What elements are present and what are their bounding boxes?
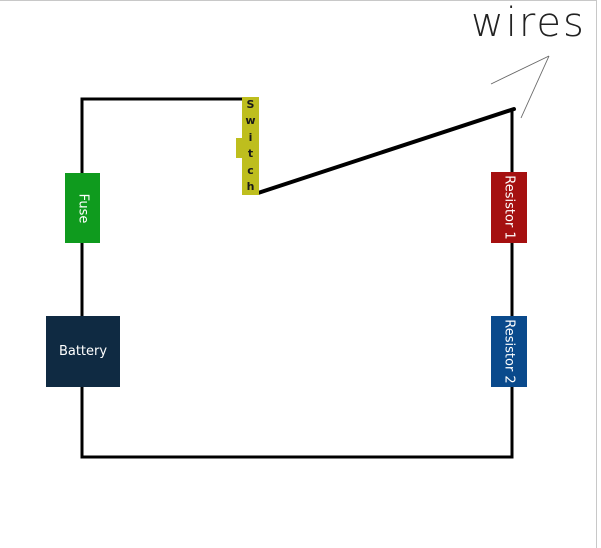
switch-letter: h bbox=[246, 179, 255, 193]
switch-letter: S bbox=[246, 98, 255, 111]
switch-letter: c bbox=[247, 163, 254, 177]
wire-switch-open bbox=[256, 107, 516, 195]
fuse-component: Fuse bbox=[65, 173, 100, 243]
pointer-line-2 bbox=[520, 55, 550, 119]
switch-letter: i bbox=[248, 130, 253, 144]
resistor-2-label: Resistor 2 bbox=[501, 319, 517, 384]
resistor-2-component: Resistor 2 bbox=[491, 316, 527, 387]
frame-right-edge bbox=[596, 0, 597, 548]
wires-label: wires bbox=[471, 0, 586, 46]
battery-component: Battery bbox=[46, 316, 120, 387]
pointer-line-1 bbox=[490, 55, 550, 85]
switch-letter: t bbox=[247, 147, 254, 161]
battery-label: Battery bbox=[58, 344, 108, 359]
switch-letter: w bbox=[245, 114, 256, 128]
switch-component: S w i t c h bbox=[242, 97, 259, 195]
switch-lever bbox=[236, 138, 243, 158]
fuse-label: Fuse bbox=[75, 193, 90, 223]
resistor-1-component: Resistor 1 bbox=[491, 172, 527, 243]
resistor-1-label: Resistor 1 bbox=[501, 175, 517, 240]
frame-top-edge bbox=[0, 0, 596, 1]
